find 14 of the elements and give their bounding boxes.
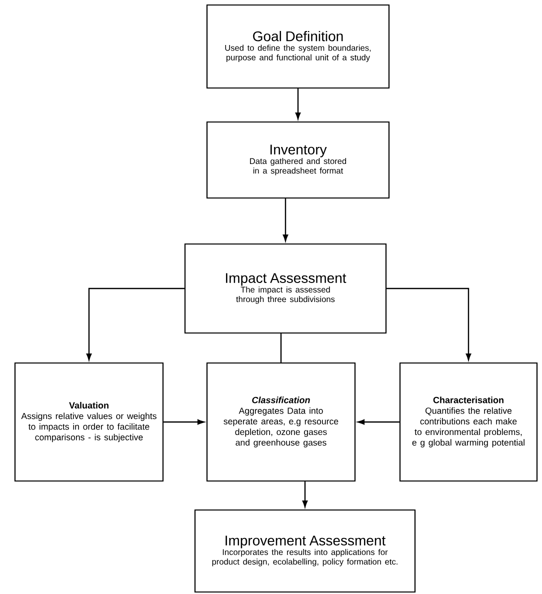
arrow xyxy=(358,419,400,425)
arrow xyxy=(295,88,301,120)
process-box: Goal Definition Used to define the system boundaries, purpose and functional unit of a study xyxy=(206,4,390,89)
process-box: Classification Aggregates Data into seperate areas, e.g resource depletion, ozone gases and greenhouse gases xyxy=(206,362,356,482)
process-box: Characterisation Quantifies the relative contributions each make to environmental problems, e g global warming potential xyxy=(399,362,538,482)
arrow xyxy=(164,419,204,425)
arrow xyxy=(302,482,308,508)
process-box: Impact Assessment The impact is assessed through three subdivisions xyxy=(184,243,387,334)
arrow xyxy=(86,288,184,360)
arrow xyxy=(282,198,288,242)
arrow xyxy=(386,288,472,360)
process-box: Inventory Data gathered and stored in a spreadsheet format xyxy=(206,121,390,199)
process-box: Improvement Assessment Incorporates the results into applications for product design, ecolabelling, policy formation etc. xyxy=(194,509,416,593)
process-box: Valuation Assigns relative values or weights to impacts in order to facilitate comparisons - is subjective xyxy=(14,362,164,482)
